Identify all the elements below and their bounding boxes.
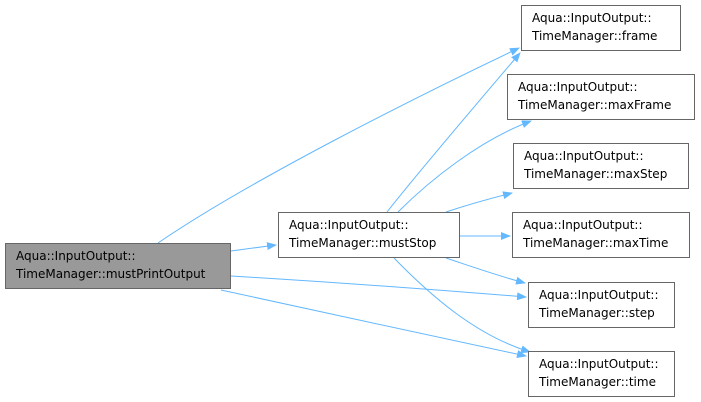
node-step-namespace: Aqua::InputOutput:: — [539, 288, 659, 302]
node-must-print-output-method: TimeManager::mustPrintOutput — [16, 267, 206, 281]
node-must-stop[interactable]: Aqua::InputOutput:: TimeManager::mustSto… — [278, 212, 460, 258]
node-max-frame-namespace: Aqua::InputOutput:: — [518, 80, 638, 94]
node-max-time-method: TimeManager::maxTime — [523, 236, 669, 250]
node-time-namespace: Aqua::InputOutput:: — [539, 357, 659, 371]
edge-muststop-to-maxstep — [445, 191, 513, 213]
node-must-stop-method: TimeManager::mustStop — [289, 236, 437, 250]
node-max-step-method: TimeManager::maxStep — [524, 167, 668, 181]
node-max-frame-method: TimeManager::maxFrame — [518, 98, 672, 112]
node-frame[interactable]: Aqua::InputOutput:: TimeManager::frame — [521, 5, 681, 51]
edge-root-to-muststop — [230, 242, 277, 252]
edge-root-to-step — [230, 275, 527, 301]
node-must-print-output[interactable]: Aqua::InputOutput:: TimeManager::mustPri… — [5, 243, 231, 289]
edge-muststop-to-time — [393, 257, 531, 354]
node-max-time[interactable]: Aqua::InputOutput:: TimeManager::maxTime — [512, 212, 690, 258]
node-step-method: TimeManager::step — [539, 306, 655, 320]
node-frame-method: TimeManager::frame — [532, 29, 658, 43]
node-max-time-namespace: Aqua::InputOutput:: — [523, 218, 643, 232]
node-max-frame[interactable]: Aqua::InputOutput:: TimeManager::maxFram… — [507, 74, 695, 120]
node-frame-namespace: Aqua::InputOutput:: — [532, 11, 652, 25]
node-max-step[interactable]: Aqua::InputOutput:: TimeManager::maxStep — [513, 143, 689, 189]
node-time[interactable]: Aqua::InputOutput:: TimeManager::time — [528, 351, 675, 397]
edge-muststop-to-maxframe — [397, 120, 532, 213]
node-must-print-output-namespace: Aqua::InputOutput:: — [16, 249, 136, 263]
node-must-stop-namespace: Aqua::InputOutput:: — [289, 218, 409, 232]
node-time-method: TimeManager::time — [539, 375, 656, 389]
node-max-step-namespace: Aqua::InputOutput:: — [524, 149, 644, 163]
edge-root-to-time — [220, 289, 527, 358]
edge-muststop-to-step — [445, 257, 526, 285]
node-step[interactable]: Aqua::InputOutput:: TimeManager::step — [528, 282, 675, 328]
edge-muststop-to-frame — [386, 52, 521, 213]
edge-root-to-frame — [157, 47, 520, 244]
